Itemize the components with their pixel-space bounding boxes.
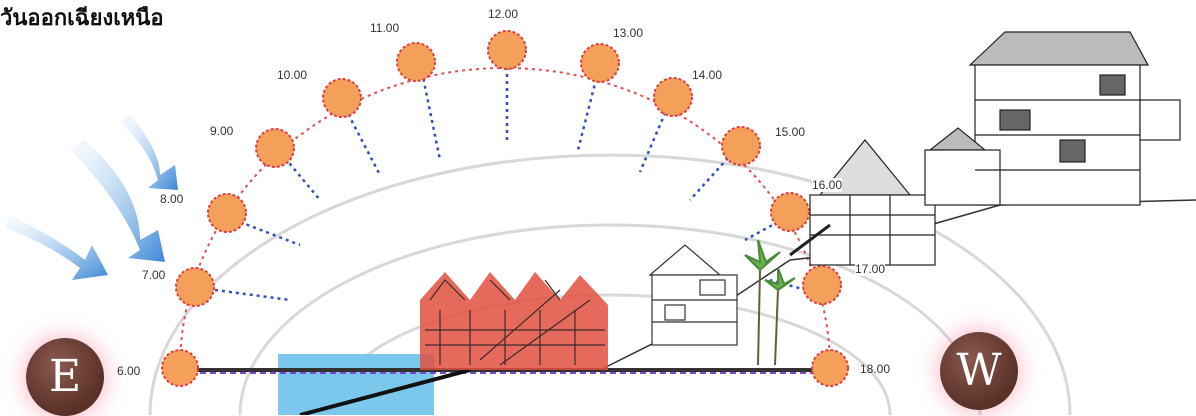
wind-arrows <box>5 115 178 280</box>
sun-icon <box>721 126 761 166</box>
west-badge: W <box>940 332 1018 410</box>
wind-arrow-icon <box>70 140 165 262</box>
sun-icon <box>653 77 693 117</box>
hour-label-18: 18.00 <box>860 362 891 376</box>
diagram-title: วันออกเฉียงเหนือ <box>0 5 164 31</box>
highlighted-house <box>420 272 608 370</box>
sun-icon <box>161 349 199 387</box>
sun-icon <box>580 43 620 83</box>
sun-icon <box>811 349 849 387</box>
hour-label-13: 13.00 <box>613 26 644 40</box>
wind-arrow-icon <box>120 115 178 190</box>
hour-label-14: 14.00 <box>692 68 723 82</box>
sun-icon <box>322 78 362 118</box>
sun-icon <box>175 267 215 307</box>
hour-label-9: 9.00 <box>210 124 234 138</box>
mid-building <box>789 139 936 266</box>
hour-label-16: 16.00 <box>812 178 843 192</box>
hilltop-building <box>924 31 1181 206</box>
hour-label-6: 6.00 <box>117 364 141 378</box>
hour-label-7: 7.00 <box>142 268 166 282</box>
sun-icon <box>487 30 527 70</box>
east-badge: E <box>26 338 104 416</box>
hour-label-17: 17.00 <box>855 262 886 276</box>
hour-label-10: 10.00 <box>277 68 308 82</box>
sun-icon <box>396 42 436 82</box>
hour-label-8: 8.00 <box>160 192 184 206</box>
sun-icon <box>207 193 247 233</box>
slope-house <box>648 244 738 346</box>
wind-arrow-icon <box>5 215 108 280</box>
sun-markers <box>161 30 849 387</box>
hour-label-11: 11.00 <box>370 21 400 35</box>
sun-icon <box>802 265 842 305</box>
hour-label-15: 15.00 <box>775 125 806 139</box>
sun-rays <box>214 60 807 302</box>
sun-icon <box>770 192 810 232</box>
palm-tree-icon <box>744 239 796 366</box>
hour-label-12: 12.00 <box>488 7 519 21</box>
section-cut <box>299 368 471 415</box>
sun-icon <box>255 128 295 168</box>
